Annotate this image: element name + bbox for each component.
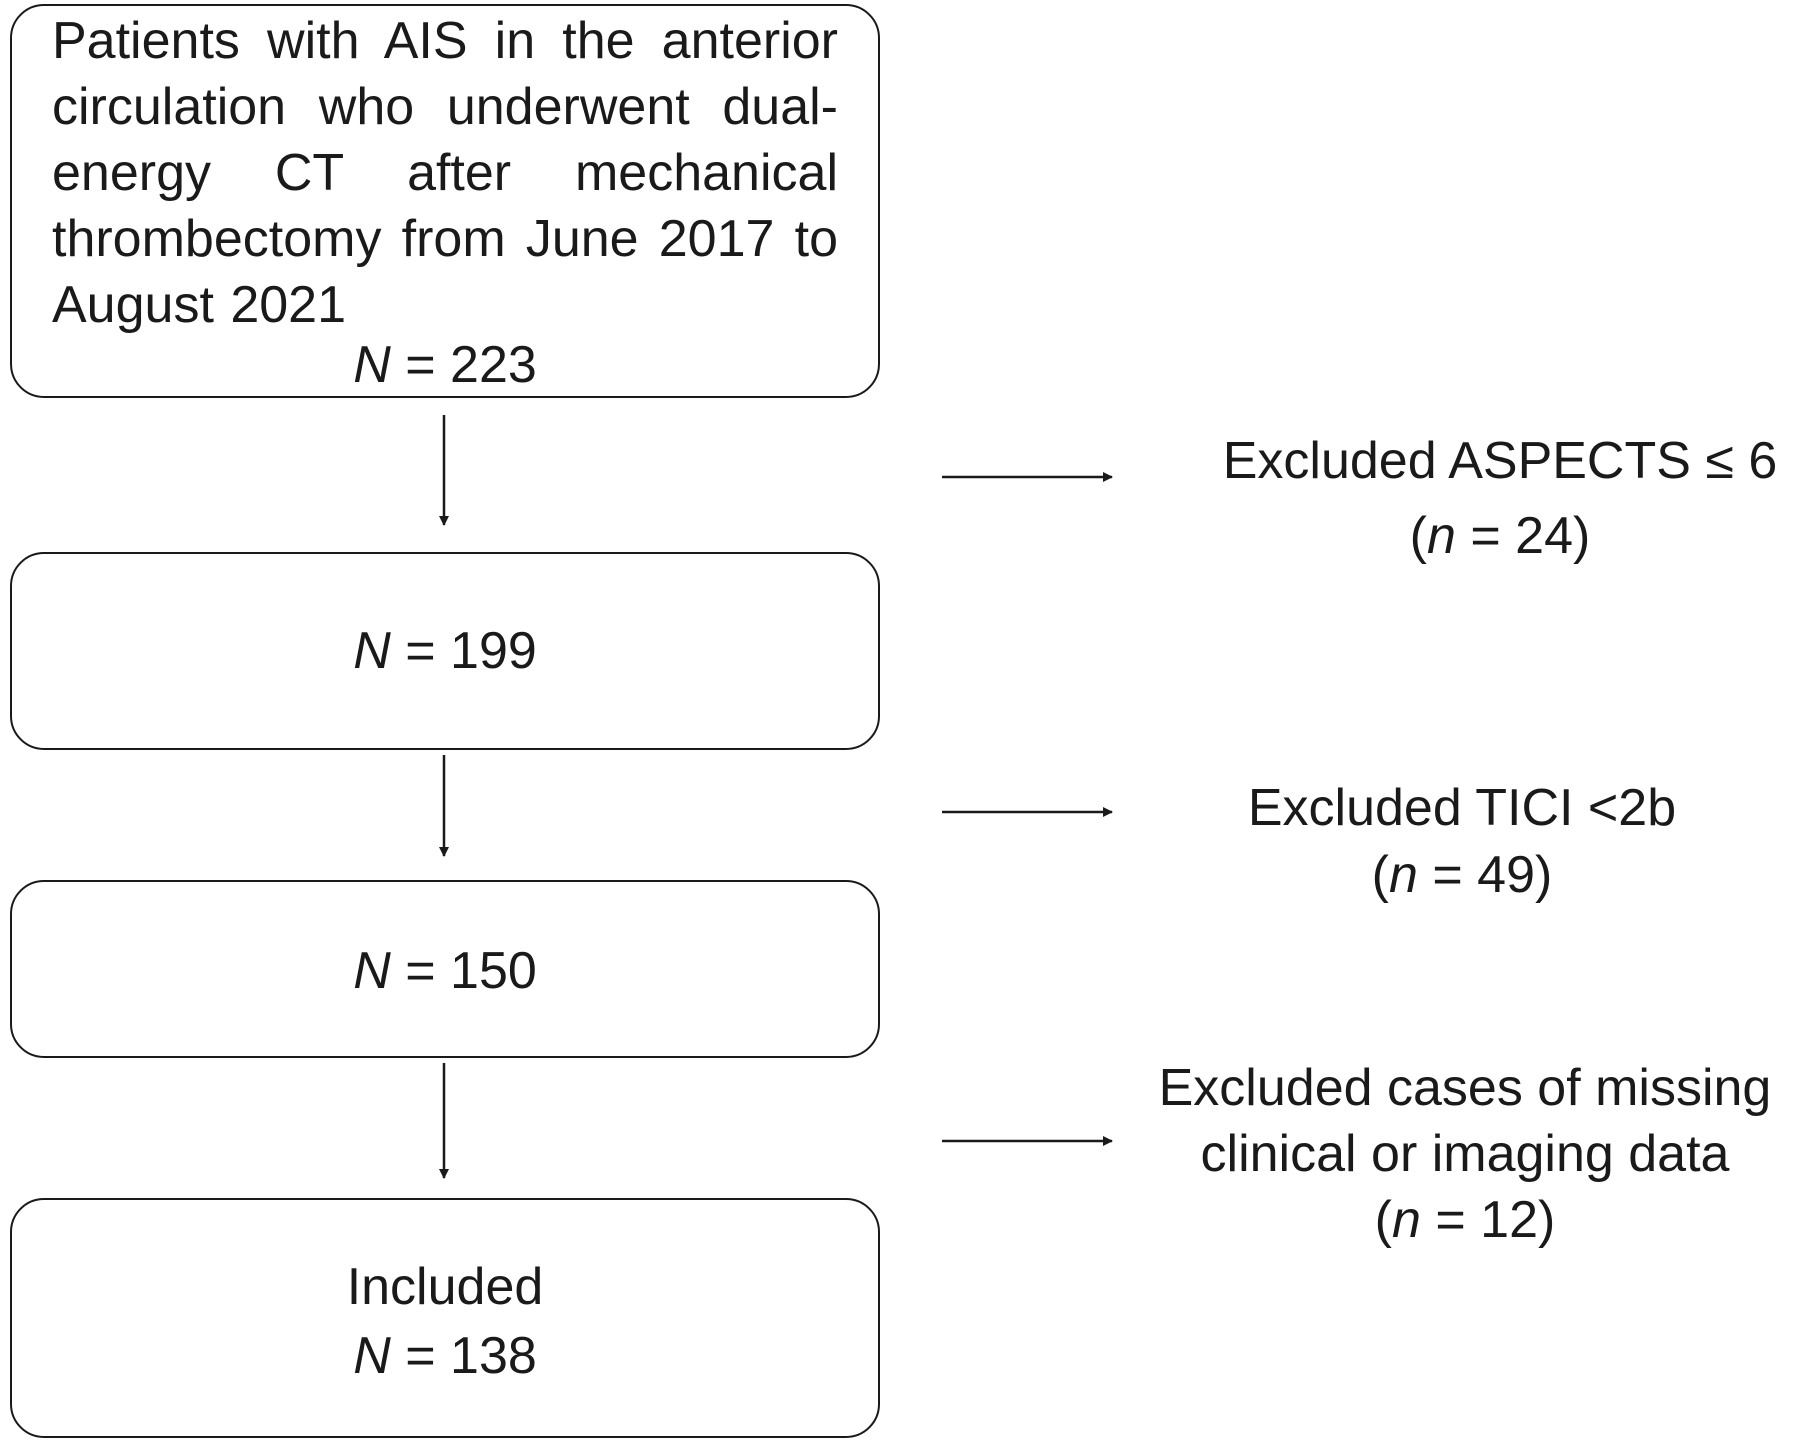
step3-box-count: N = 150 [10,938,880,1004]
count-symbol: N [353,1327,391,1385]
start-box-count: N = 223 [10,332,880,398]
exclusion-3-reason-line-1: Excluded cases of missing [1158,1059,1772,1117]
exclusion-3-reason-line-2: clinical or imaging data [1200,1125,1730,1183]
count-value: = 150 [405,942,537,1000]
step2-box-count: N = 199 [10,618,880,684]
count-symbol: N [353,336,391,394]
exclusion-2-count: (n = 49) [1162,842,1762,908]
final-box [10,1198,880,1438]
count-value: = 223 [405,336,537,394]
count-open-paren: ( [1374,1191,1392,1249]
exclusion-2-reason: Excluded TICI <2b [1247,779,1677,837]
count-symbol: N [353,942,391,1000]
count-value: = 12) [1420,1191,1556,1249]
step3-box [10,880,880,1058]
count-symbol: n [1388,846,1418,904]
start-box-text: Patients with AIS in the anterior circul… [52,12,838,334]
count-symbol: N [353,622,391,680]
count-open-paren: ( [1409,507,1427,565]
step2-box [10,552,880,750]
final-box-label: Included [346,1258,544,1316]
start-box [10,4,880,398]
count-open-paren: ( [1371,846,1389,904]
exclusion-1-count: (n = 24) [1200,503,1800,569]
count-value: = 49) [1417,846,1553,904]
count-symbol: n [1426,507,1456,565]
count-value: = 138 [405,1327,537,1385]
count-value: = 24) [1455,507,1591,565]
count-value: = 199 [405,622,537,680]
count-symbol: n [1391,1191,1421,1249]
final-box-count: N = 138 [10,1323,880,1389]
exclusion-3-count: (n = 12) [1130,1187,1800,1253]
exclusion-1-reason: Excluded ASPECTS ≤ 6 [1222,432,1778,490]
